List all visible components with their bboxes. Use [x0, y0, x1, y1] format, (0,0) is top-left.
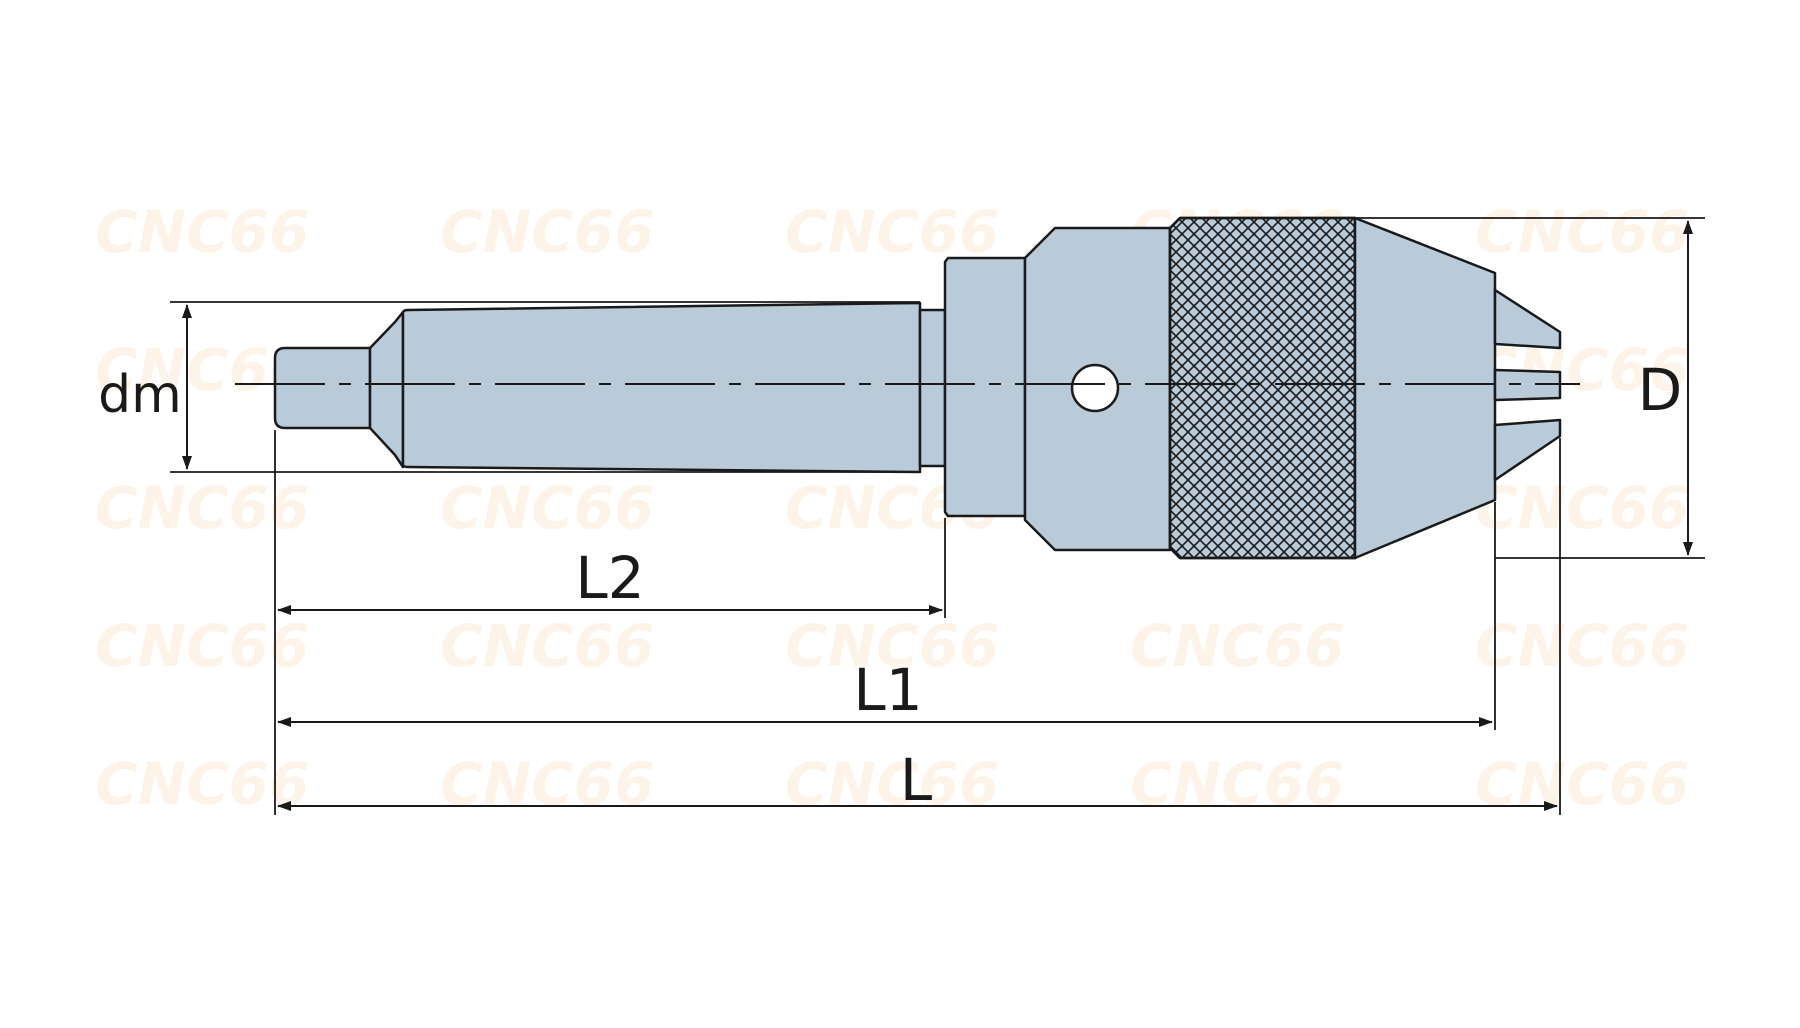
watermark: CNC66 — [95, 750, 309, 818]
watermark: CNC66 — [440, 474, 654, 542]
watermark: CNC66 — [785, 198, 999, 266]
watermark: CNC66 — [1475, 474, 1689, 542]
key-hole — [1070, 363, 1120, 413]
center-jaw — [1493, 368, 1562, 402]
lower-jaw — [1493, 418, 1562, 482]
dimension-labels: dm D L2 L1 L — [98, 356, 1682, 814]
neck — [918, 308, 947, 468]
dimension-lines — [182, 220, 1693, 811]
watermark: CNC66 — [1130, 750, 1344, 818]
extension-lines — [170, 217, 1705, 815]
watermark: CNC66 — [440, 750, 654, 818]
tang-chamfer — [368, 310, 405, 469]
knurl-texture — [1168, 216, 1357, 560]
tang-tip — [273, 346, 372, 430]
nose-cone — [1353, 216, 1497, 560]
watermark: CNC66 — [785, 612, 999, 680]
watermark: CNC66 — [1130, 612, 1344, 680]
collar — [943, 256, 1027, 518]
watermark: CNC66 — [95, 198, 309, 266]
watermark: CNC66 — [95, 474, 309, 542]
D-label: D — [1638, 356, 1683, 424]
chuck-body — [273, 216, 1562, 560]
watermark: CNC66 — [440, 198, 654, 266]
watermark: CNC66 — [785, 750, 999, 818]
upper-jaw — [1493, 288, 1562, 350]
watermark: CNC66 — [1475, 750, 1689, 818]
dm-label: dm — [98, 365, 182, 425]
watermark: CNC66 — [1475, 198, 1689, 266]
watermark: CNC66 — [440, 612, 654, 680]
L-label: L — [900, 746, 932, 814]
L2-label: L2 — [575, 544, 644, 612]
watermark: CNC66 — [95, 336, 309, 404]
taper-shank — [401, 301, 922, 474]
watermark: CNC66 — [1475, 612, 1689, 680]
L1-label: L1 — [853, 656, 922, 724]
watermark: CNC66 — [95, 612, 309, 680]
